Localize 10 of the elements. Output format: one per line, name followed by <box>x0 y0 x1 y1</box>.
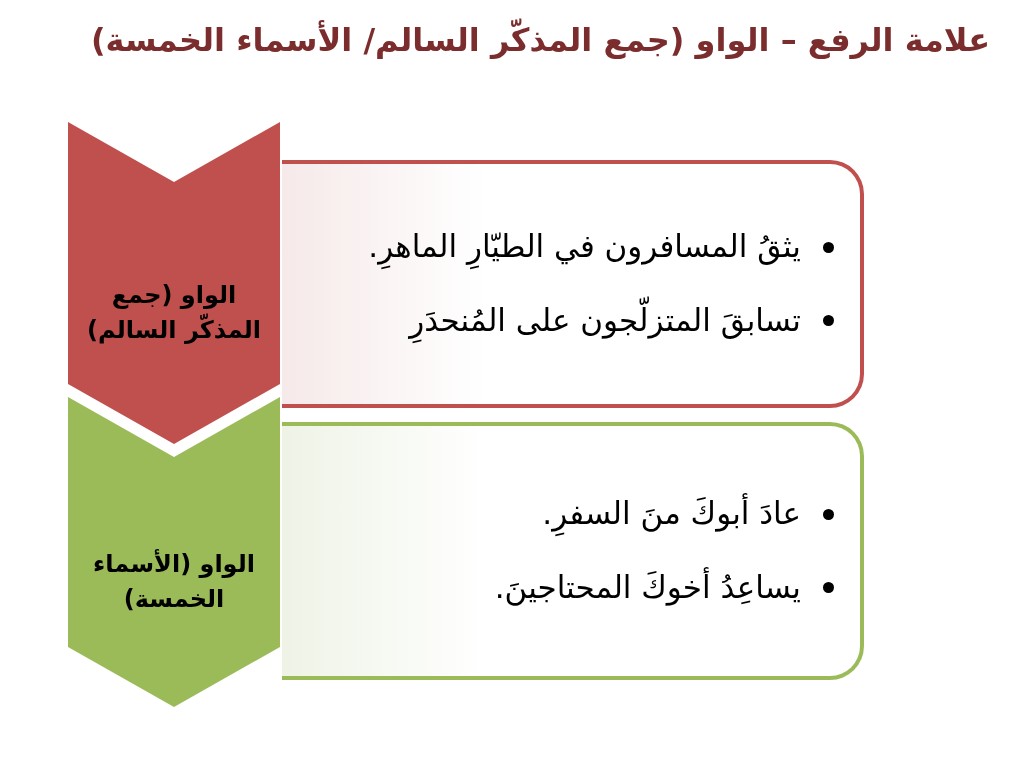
text-panel <box>282 160 864 408</box>
chevron-shape <box>68 122 280 444</box>
chevron-label: الواو (جمع المذكّر السالم) <box>86 280 262 346</box>
list-item-text: يثقُ المسافرون في الطيّارِ الماهرِ. <box>368 226 801 268</box>
list-item-text: عادَ أبوكَ منَ السفرِ. <box>542 493 801 535</box>
text-panel <box>282 422 864 680</box>
chevron-shape <box>68 397 280 707</box>
title: علامة الرفع – الواو (جمع المذكّر السالم/ الأسماء الخمسة) <box>90 20 990 62</box>
chevron-label: الواو (الأسماء الخمسة) <box>92 548 256 615</box>
list-item-text: يساعِدُ أخوكَ المحتاجينَ. <box>494 567 801 608</box>
